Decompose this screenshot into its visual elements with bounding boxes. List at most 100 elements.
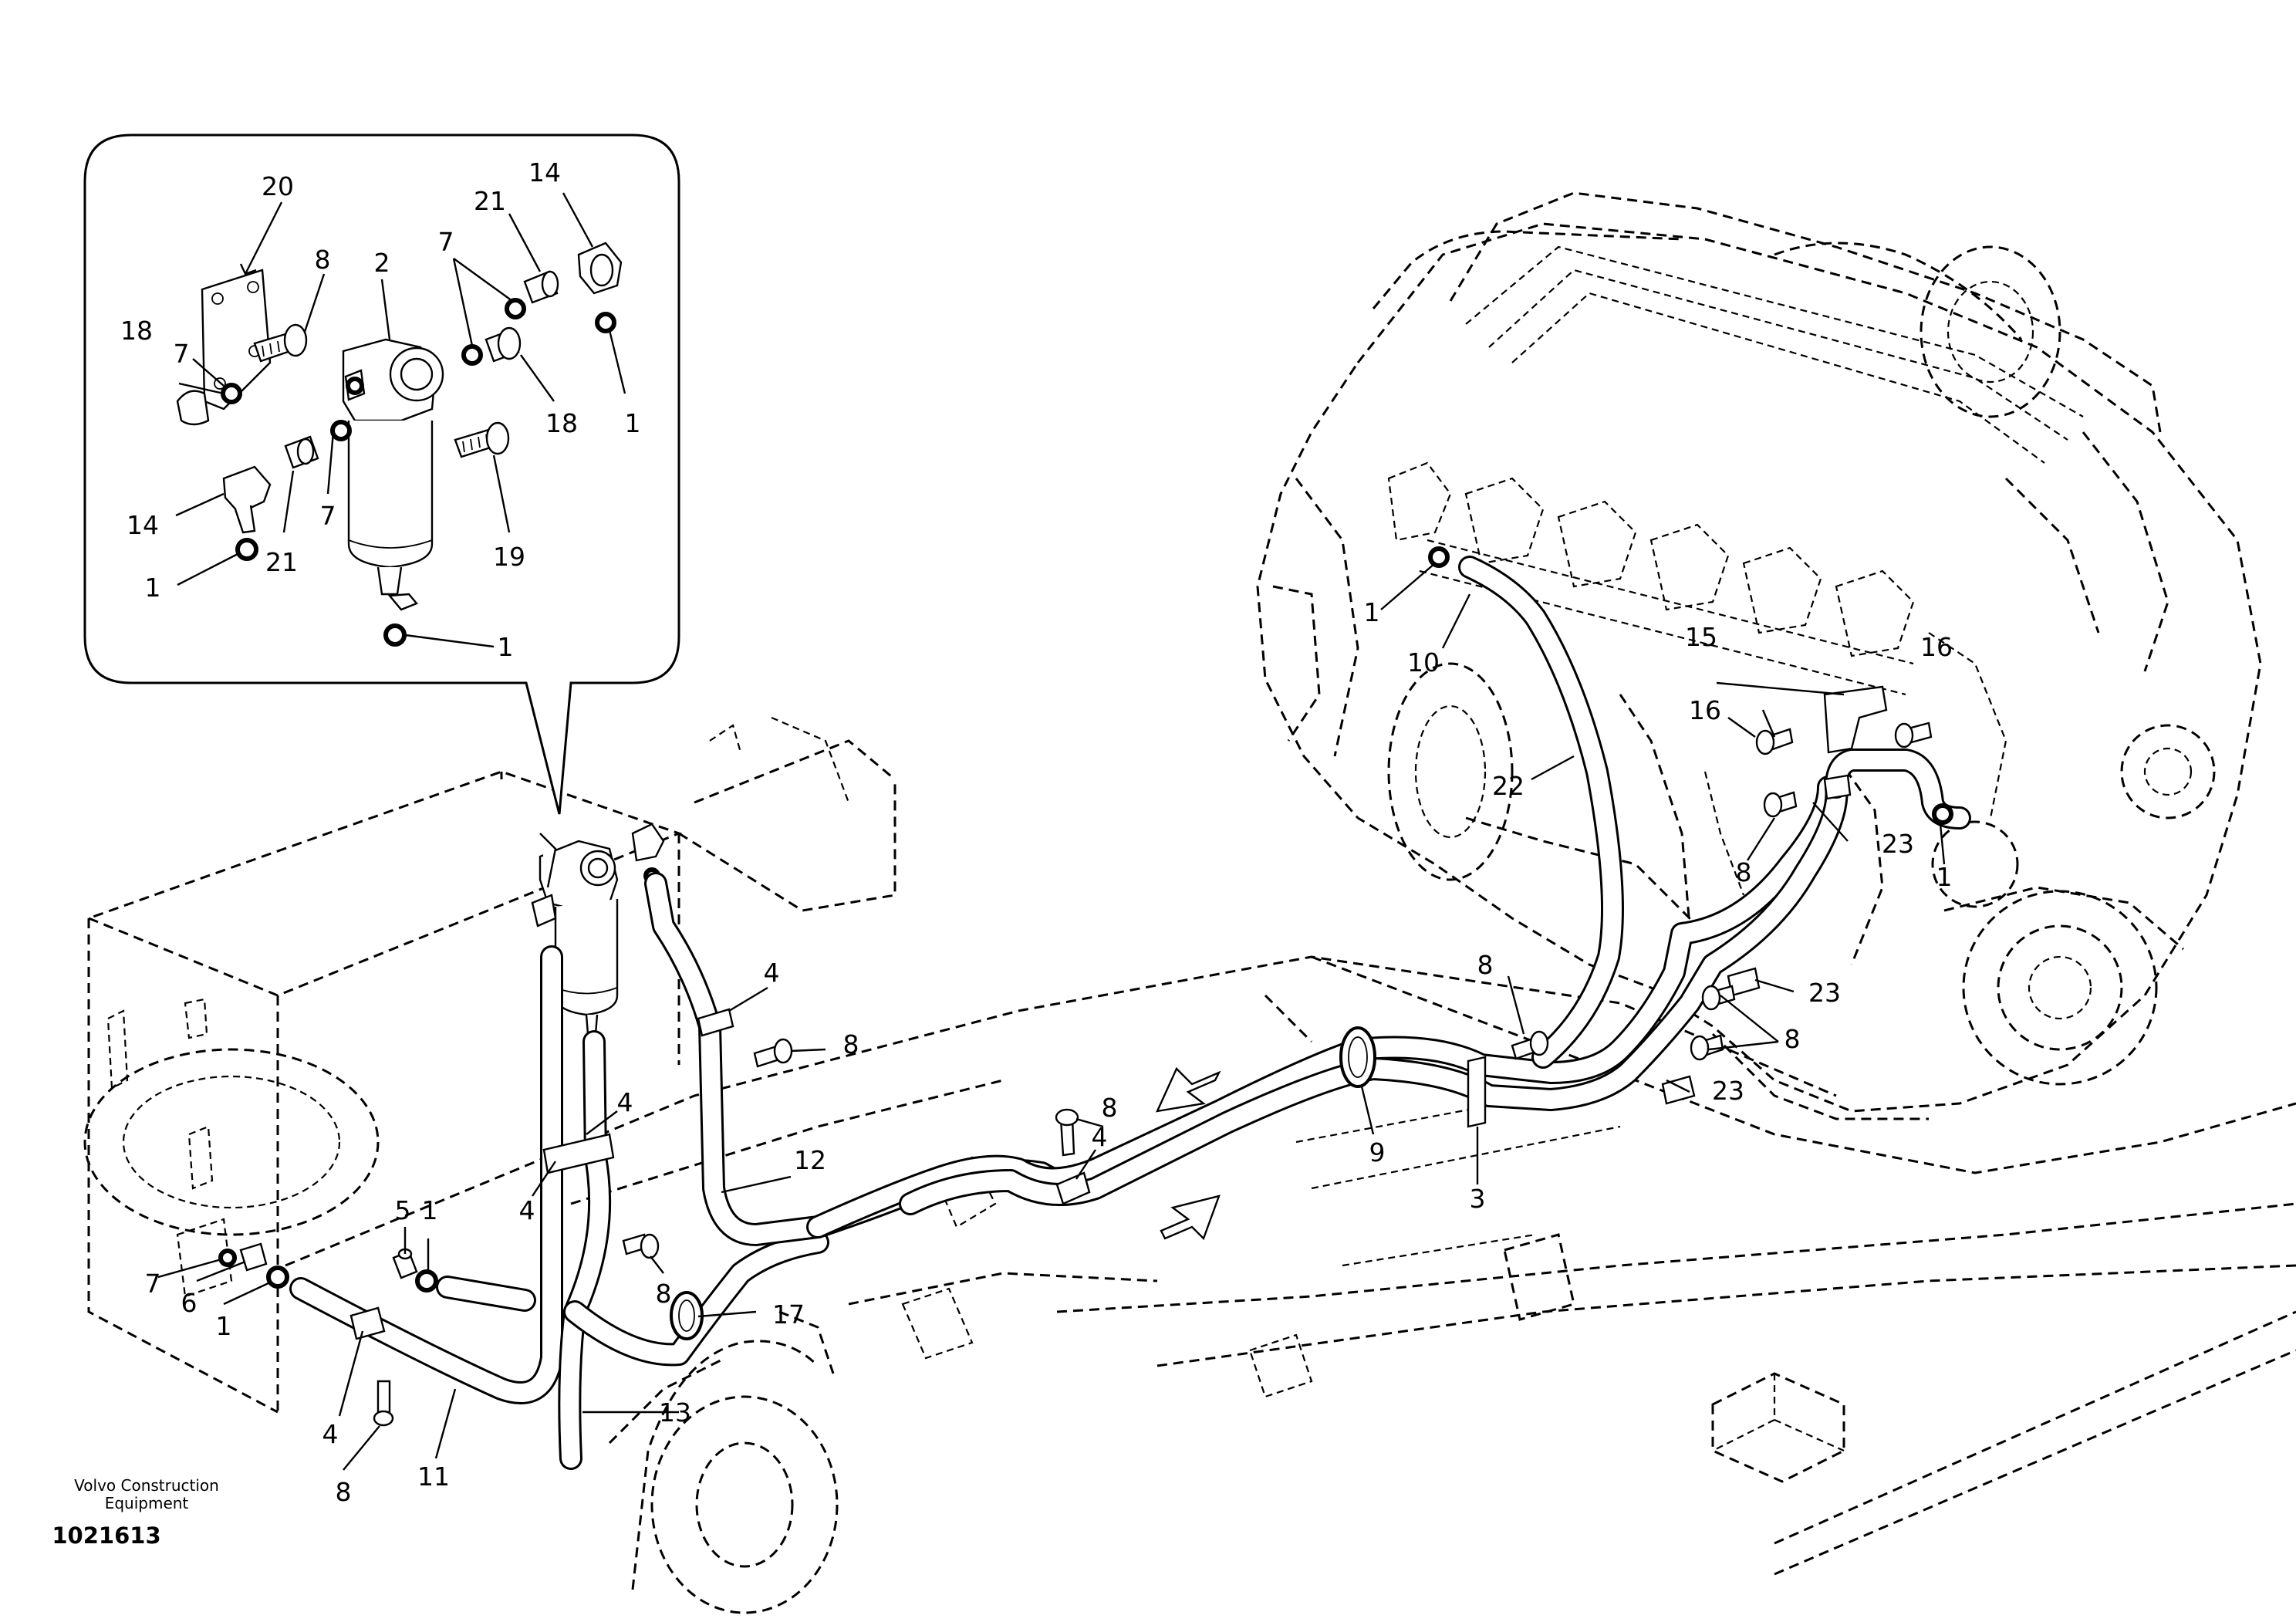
clamp-1-engine-right — [1932, 803, 1953, 825]
clamp-9 — [1339, 1026, 1376, 1088]
bolt-16-a — [1755, 728, 1794, 755]
detail-clamp-1-bottom — [383, 623, 407, 647]
detail-bolt-19 — [454, 421, 510, 458]
callout-1: 1 — [422, 1195, 438, 1225]
bolt-8-d — [373, 1380, 394, 1427]
bolt-8-h — [1763, 791, 1798, 818]
detail-adapter-21-top — [523, 270, 559, 304]
frame-outline — [83, 716, 2296, 1614]
detail-fuel-filter — [342, 338, 444, 611]
callout-16: 16 — [1689, 695, 1721, 725]
flow-arrow-right — [1160, 1195, 1221, 1241]
callout-14: 14 — [127, 510, 159, 540]
bolt-8-b — [1055, 1108, 1079, 1157]
callout-1: 1 — [625, 408, 641, 438]
callout-14: 14 — [528, 157, 561, 188]
drawing-reference: Volvo Construction Equipment 1021613 — [52, 1476, 218, 1549]
callout-2: 2 — [374, 248, 390, 278]
publisher-line-2: Equipment — [105, 1494, 189, 1512]
detail-elbow-14-bottom — [222, 465, 272, 534]
callout-7: 7 — [320, 501, 336, 531]
callout-4: 4 — [617, 1087, 633, 1117]
callout-21: 21 — [474, 186, 506, 216]
clamp-3 — [1467, 1056, 1487, 1128]
fuel-hoses — [289, 556, 1971, 1470]
detail-bracket-plate — [201, 269, 272, 411]
callout-18: 18 — [120, 316, 153, 346]
clamp-1-engine-top — [1428, 546, 1450, 568]
bracket-15 — [1823, 685, 1888, 754]
fuel-filter-assembly — [531, 823, 665, 1036]
callout-18: 18 — [545, 408, 578, 438]
callout-23: 23 — [1808, 978, 1841, 1008]
callout-1: 1 — [216, 1311, 232, 1341]
detail-o-ring-7-top — [505, 298, 526, 319]
bolt-8-c — [622, 1233, 660, 1259]
callout-8: 8 — [1736, 857, 1752, 887]
detail-bolt-8 — [253, 323, 308, 363]
publisher-line-1: Volvo Construction — [74, 1476, 219, 1495]
callout-19: 19 — [493, 542, 525, 572]
clamp-1-fitting — [415, 1269, 438, 1293]
bolt-8-a — [753, 1038, 793, 1068]
callout-4: 4 — [1092, 1122, 1108, 1152]
clamp-4-mid — [542, 1133, 615, 1174]
main-leader-lines — [157, 563, 1946, 1471]
callout-17: 17 — [772, 1299, 805, 1330]
detail-o-ring-7-upper — [461, 344, 483, 366]
callout-8: 8 — [1477, 950, 1494, 980]
callout-15: 15 — [1685, 622, 1717, 652]
detail-callout-labels: 20 8 2 7 21 14 18 7 18 1 14 7 21 19 1 1 — [120, 157, 641, 662]
callout-21: 21 — [265, 547, 298, 577]
clamp-17 — [670, 1291, 704, 1340]
detail-elbow-14-top — [577, 242, 623, 295]
detail-inset — [83, 133, 680, 815]
callout-6: 6 — [181, 1288, 198, 1318]
flow-arrows — [1155, 1066, 1221, 1241]
callout-23: 23 — [1882, 829, 1914, 859]
bolt-8-g — [1690, 1034, 1724, 1061]
callout-8: 8 — [656, 1279, 672, 1309]
detail-banjo-bolt-18-left — [176, 390, 210, 426]
callout-5: 5 — [395, 1195, 411, 1225]
clamp-23-c — [1823, 774, 1852, 800]
callout-23: 23 — [1712, 1076, 1744, 1106]
detail-clamp-1-top — [595, 312, 616, 333]
clamp-1-left — [266, 1265, 289, 1289]
callout-4: 4 — [322, 1419, 339, 1449]
flow-arrow-left — [1155, 1066, 1221, 1113]
callout-7: 7 — [174, 339, 190, 369]
callout-7: 7 — [145, 1269, 161, 1299]
callout-1: 1 — [145, 573, 161, 603]
callout-1: 1 — [498, 632, 514, 662]
bolt-8-f — [1701, 985, 1736, 1011]
callout-20: 20 — [262, 171, 294, 201]
callout-8: 8 — [1102, 1093, 1118, 1123]
callout-1: 1 — [1936, 862, 1953, 892]
callout-22: 22 — [1492, 771, 1524, 801]
callout-3: 3 — [1470, 1184, 1486, 1214]
callout-8: 8 — [336, 1477, 352, 1507]
detail-adapter-21-bottom — [284, 435, 319, 469]
callout-11: 11 — [417, 1461, 450, 1492]
detail-o-ring-7-mid — [330, 420, 352, 441]
clamp-4-upper — [697, 1008, 734, 1037]
main-hardware — [218, 546, 1953, 1427]
bolt-16-b — [1894, 721, 1933, 748]
clamp-4-lower — [349, 1306, 386, 1340]
callout-7: 7 — [438, 227, 454, 257]
detail-o-ring-7-left — [221, 383, 242, 404]
engine-outline — [1256, 191, 2262, 1120]
main-callout-labels: 1 10 15 16 16 22 23 1 8 8 23 8 23 4 8 8 … — [145, 597, 1953, 1507]
callout-4: 4 — [764, 958, 780, 988]
callout-8: 8 — [843, 1029, 859, 1059]
hose-11 — [289, 945, 563, 1404]
callout-8: 8 — [1784, 1024, 1801, 1054]
callout-8: 8 — [315, 245, 331, 275]
detail-leader-lines — [175, 192, 626, 648]
callout-10: 10 — [1407, 647, 1440, 678]
detail-clamp-1-left — [235, 538, 258, 561]
callout-12: 12 — [794, 1145, 826, 1175]
callout-9: 9 — [1369, 1137, 1386, 1168]
